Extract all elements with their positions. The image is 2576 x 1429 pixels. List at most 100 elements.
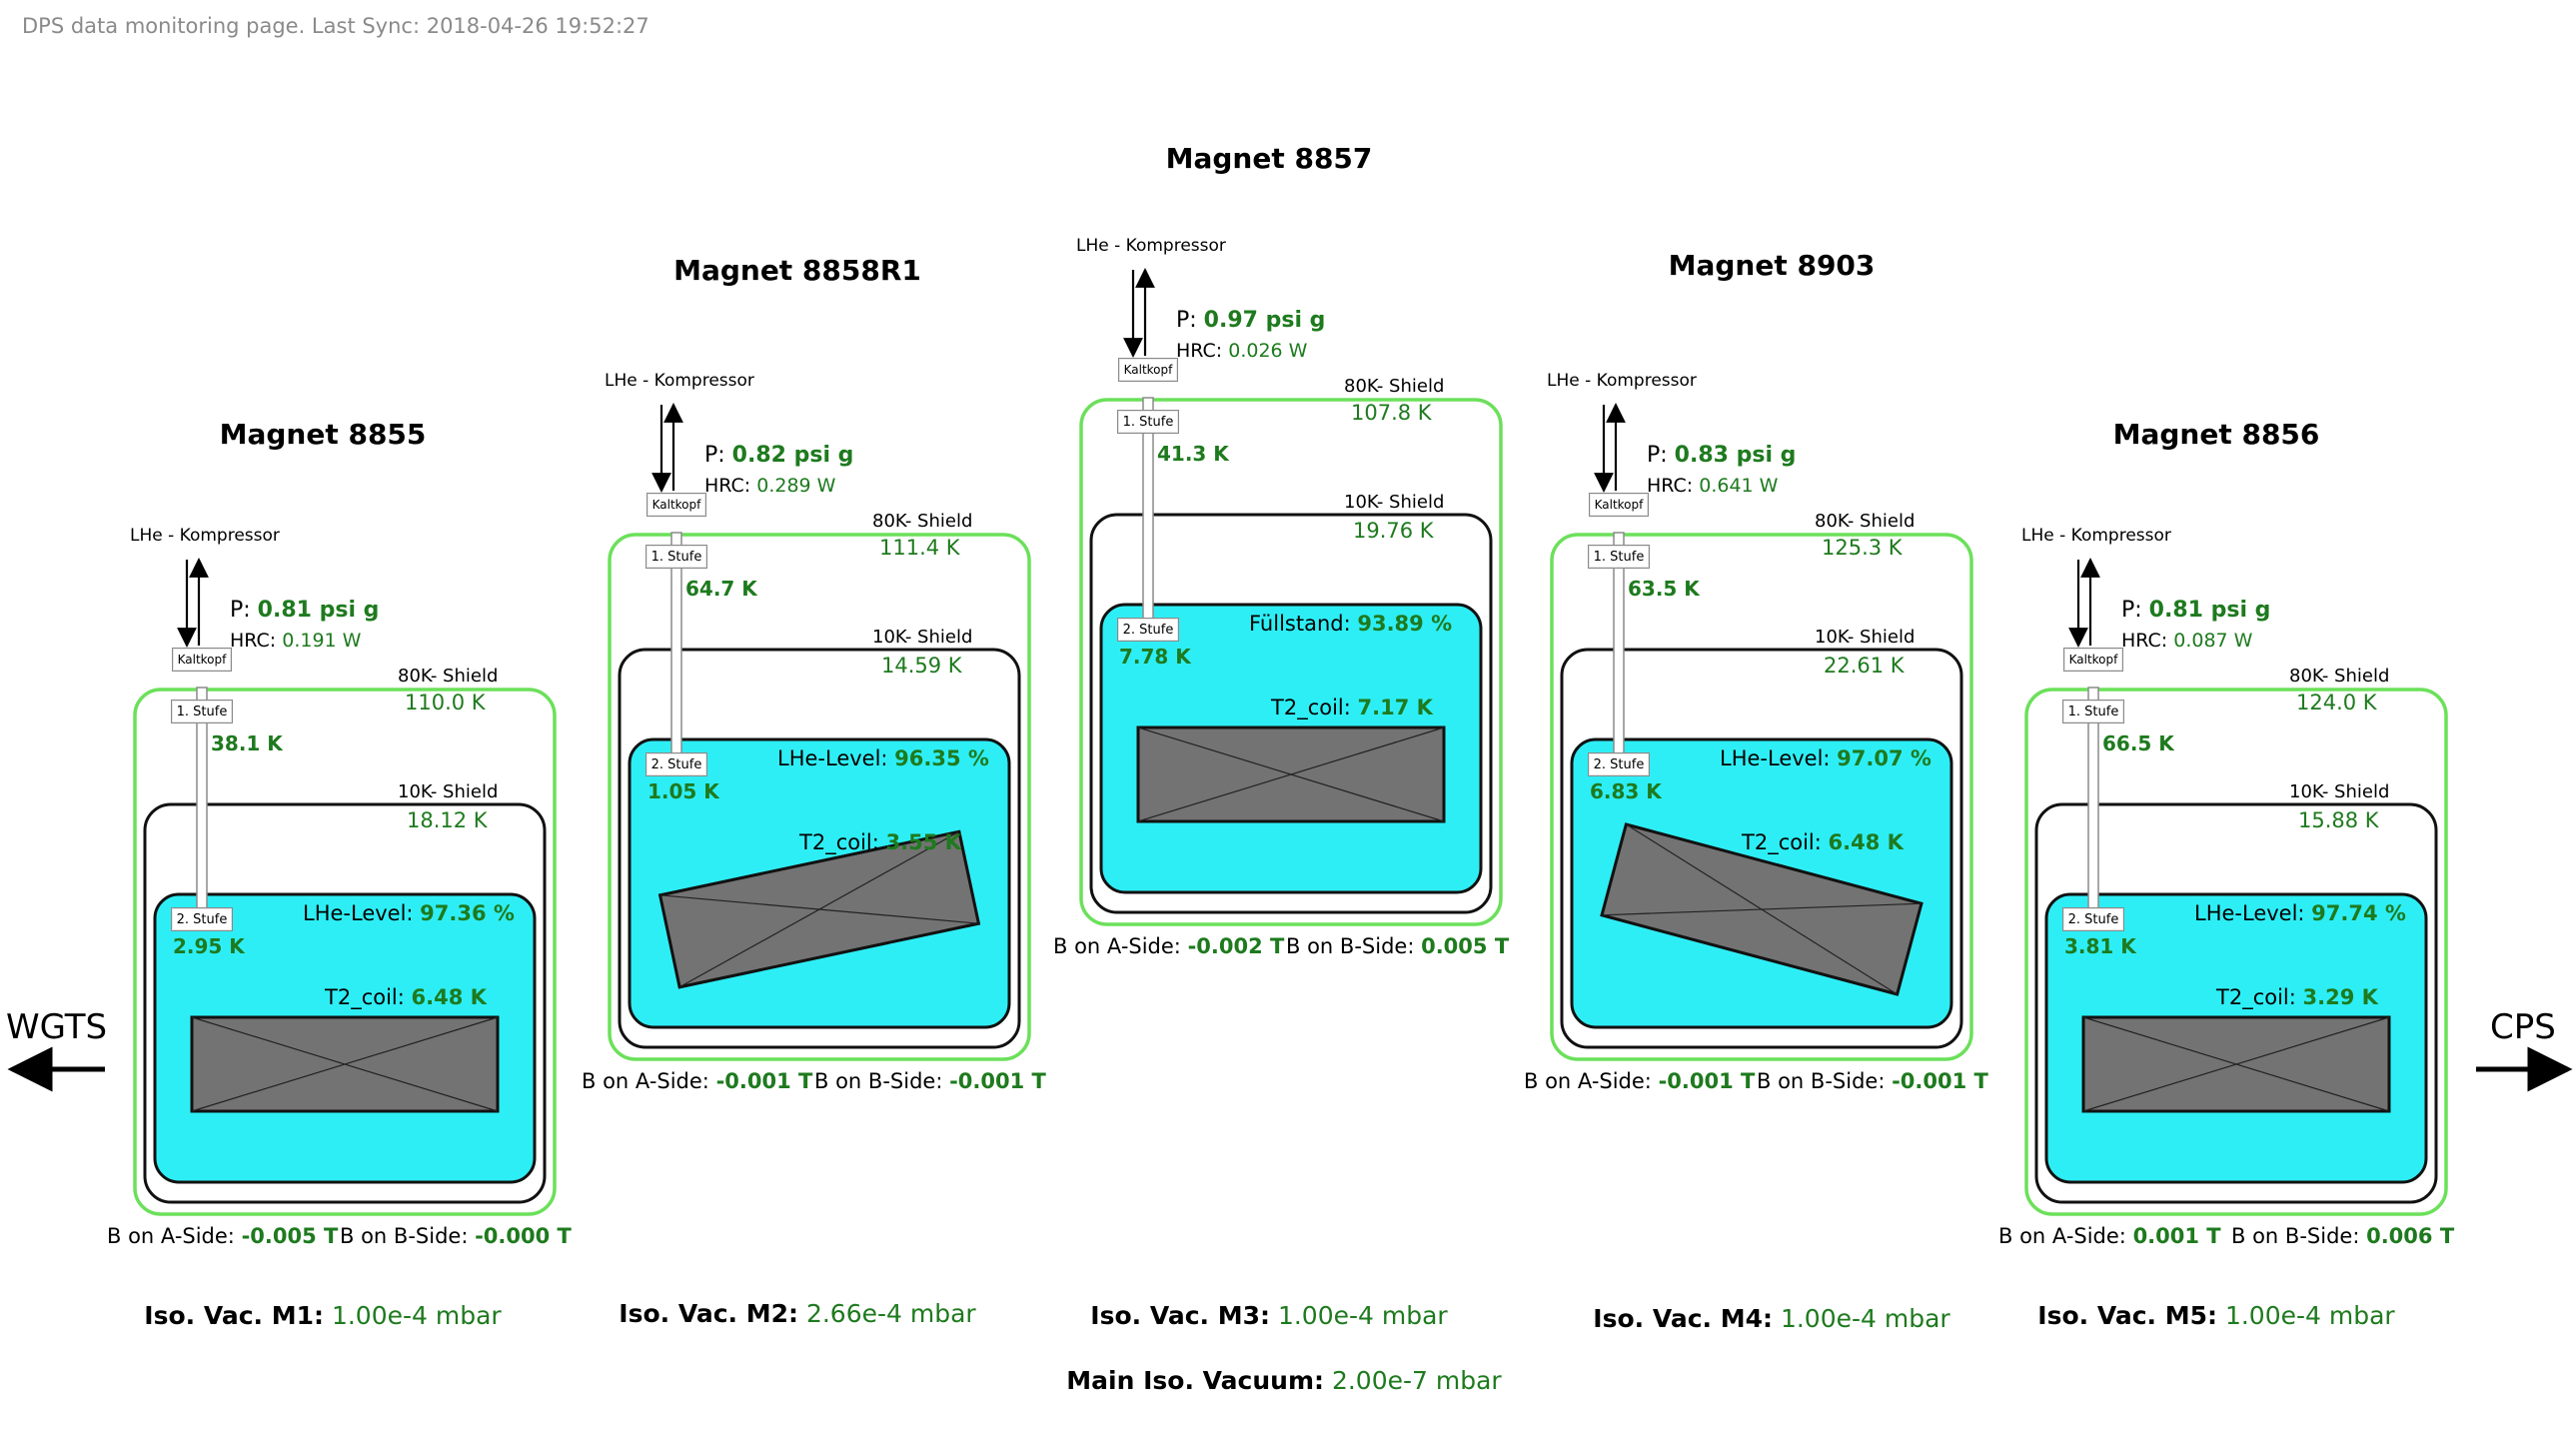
lhe-level-value: 96.35 % [894,746,989,770]
lhe-level-value: 93.89 % [1357,612,1453,636]
b-field-b-label: B on B-Side: [1286,934,1422,958]
pressure-value: 0.81 psi g [257,598,380,623]
iso-vacuum-value: 2.66e-4 mbar [805,1299,976,1328]
hrc-label: HRC: [230,630,283,652]
hrc-label: HRC: [1647,475,1700,497]
shield-10k-value: 19.76 K [1353,519,1434,543]
stufe-2-temp: 1.05 K [647,779,719,803]
pressure-label: P: [1176,308,1204,333]
compressor-label: LHe - Kompressor [605,371,754,391]
stufe-2-box: 2. Stufe [1117,618,1179,642]
stufe-1-temp: 38.1 K [211,731,283,755]
shield-80k-label: 80K- Shield [398,666,499,687]
lhe-level-readout: Füllstand: 93.89 % [1249,612,1452,636]
pressure-label: P: [704,443,732,468]
lhe-level-label: LHe-Level: [777,746,895,770]
coil-temp-readout: T2_coil: 6.48 K [1742,830,1904,854]
b-field-a-side: B on A-Side: -0.005 T [107,1224,338,1248]
stufe-1-box: 1. Stufe [171,700,233,723]
stufe-1-box: 1. Stufe [1588,545,1650,569]
coil-block [2081,1015,2391,1113]
lhe-level-readout: LHe-Level: 97.36 % [303,901,515,925]
pressure-readout: P: 0.97 psi g [1176,308,1325,333]
kaltkopf-box: Kaltkopf [646,493,706,517]
b-field-a-value: -0.002 T [1187,934,1285,958]
shield-80k-label: 80K- Shield [2289,666,2390,687]
lhe-level-readout: LHe-Level: 97.07 % [1720,746,1932,770]
shield-10k-label: 10K- Shield [2289,781,2390,802]
cps-label: CPS [2490,1007,2556,1047]
coil-block [1600,822,1924,996]
b-field-a-label: B on A-Side: [582,1069,716,1093]
shield-80k-value: 124.0 K [2296,691,2377,714]
iso-vacuum-label: Iso. Vac. M2: [619,1299,798,1328]
b-field-a-value: -0.005 T [241,1224,339,1248]
stufe-2-box: 2. Stufe [2062,907,2124,931]
compressor-label: LHe - Kompressor [2021,526,2171,546]
stufe-1-temp: 63.5 K [1628,577,1700,601]
stufe-2-temp: 7.78 K [1119,645,1191,669]
b-field-b-label: B on B-Side: [2231,1224,2367,1248]
main-iso-vacuum: Main Iso. Vacuum: 2.00e-7 mbar [1066,1366,1501,1395]
shield-10k-label: 10K- Shield [872,627,973,648]
iso-vacuum-label: Iso. Vac. M1: [144,1301,324,1330]
hrc-value: 0.026 W [1228,340,1308,362]
b-field-a-side: B on A-Side: 0.001 T [1998,1224,2221,1248]
iso-vacuum-value: 1.00e-4 mbar [1277,1301,1448,1330]
lhe-level-value: 97.07 % [1837,746,1932,770]
lhe-level-readout: LHe-Level: 96.35 % [777,746,989,770]
b-field-a-value: -0.001 T [1658,1069,1756,1093]
coil-temp-label: T2_coil: [799,830,886,854]
lhe-level-label: LHe-Level: [303,901,421,925]
coil-temp-value: 3.55 K [885,830,961,854]
iso-vacuum-label: Iso. Vac. M3: [1090,1301,1270,1330]
b-field-b-label: B on B-Side: [1757,1069,1893,1093]
wgts-label: WGTS [6,1007,108,1047]
iso-vacuum-label: Iso. Vac. M5: [2037,1301,2217,1330]
pressure-readout: P: 0.83 psi g [1647,443,1796,468]
pressure-value: 0.81 psi g [2148,598,2271,623]
hrc-readout: HRC: 0.191 W [230,630,361,652]
lhe-level-label: LHe-Level: [2194,901,2312,925]
magnet-title: Magnet 8857 [1165,142,1373,175]
shield-10k-label: 10K- Shield [1815,627,1916,648]
shield-80k-label: 80K- Shield [1344,376,1445,397]
pressure-readout: P: 0.81 psi g [2121,598,2270,623]
iso-vacuum-readout: Iso. Vac. M4: 1.00e-4 mbar [1593,1304,1949,1333]
stufe-2-box: 2. Stufe [645,752,707,776]
compressor-label: LHe - Kompressor [1076,236,1226,256]
stufe-1-temp: 66.5 K [2102,731,2174,755]
coil-temp-label: T2_coil: [1742,830,1829,854]
lhe-level-value: 97.36 % [420,901,515,925]
stufe-2-temp: 2.95 K [173,934,245,958]
stufe-1-box: 1. Stufe [2062,700,2124,723]
b-field-b-label: B on B-Side: [814,1069,950,1093]
coil-block [190,1015,500,1113]
b-field-b-side: B on B-Side: -0.001 T [1757,1069,1988,1093]
shield-80k-value: 111.4 K [879,536,960,560]
magnet-2-cryostat [608,403,1031,1061]
coil-temp-readout: T2_coil: 3.55 K [799,830,961,854]
iso-vacuum-readout: Iso. Vac. M1: 1.00e-4 mbar [144,1301,501,1330]
stufe-1-temp: 64.7 K [685,577,757,601]
shield-80k-value: 107.8 K [1351,401,1432,425]
b-field-a-label: B on A-Side: [1524,1069,1659,1093]
iso-vacuum-value: 1.00e-4 mbar [331,1301,502,1330]
kaltkopf-box: Kaltkopf [1589,493,1649,517]
b-field-b-value: 0.005 T [1421,934,1510,958]
lhe-level-value: 97.74 % [2311,901,2406,925]
stufe-1-box: 1. Stufe [1117,410,1179,434]
b-field-a-label: B on A-Side: [1998,1224,2133,1248]
b-field-a-value: -0.001 T [715,1069,813,1093]
coil-block [1136,725,1446,823]
coil-temp-value: 7.17 K [1357,696,1433,719]
pressure-label: P: [1647,443,1675,468]
stufe-2-box: 2. Stufe [1588,752,1650,776]
magnet-title: Magnet 8855 [219,418,427,451]
main-iso-label: Main Iso. Vacuum: [1066,1366,1324,1395]
iso-vacuum-label: Iso. Vac. M4: [1593,1304,1773,1333]
hrc-label: HRC: [1176,340,1229,362]
hrc-label: HRC: [704,475,757,497]
coil-temp-value: 6.48 K [411,985,487,1009]
